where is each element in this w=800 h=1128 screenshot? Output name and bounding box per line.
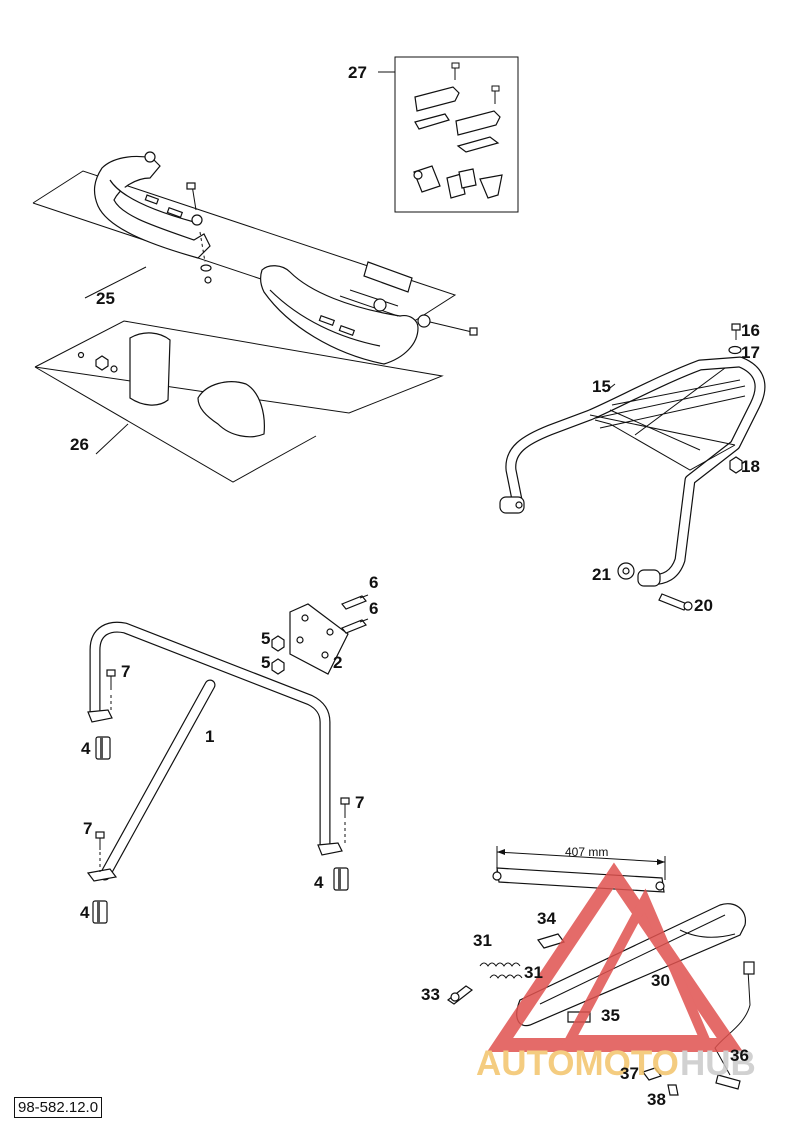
- callout-7: 7: [83, 819, 92, 838]
- callout-21: 21: [592, 565, 611, 584]
- callout-7: 7: [121, 662, 130, 681]
- callout-35: 35: [601, 1006, 620, 1025]
- callout-20: 20: [694, 596, 713, 615]
- callout-25: 25: [96, 289, 115, 308]
- callout-33: 33: [421, 985, 440, 1004]
- callout-17: 17: [741, 343, 760, 362]
- callout-4: 4: [80, 903, 90, 922]
- kit-26-plates: [34, 320, 444, 483]
- callout-15: 15: [592, 377, 611, 396]
- callout-6: 6: [369, 599, 378, 618]
- callout-4: 4: [81, 739, 91, 758]
- callout-38: 38: [647, 1090, 666, 1109]
- callout-labels: 1 2 4 4 4 5 5 6 6 7 7 7 15 16 17 18 20 2…: [70, 63, 760, 1109]
- callout-16: 16: [741, 321, 760, 340]
- bracket-plate-2: [271, 594, 369, 675]
- callout-26: 26: [70, 435, 89, 454]
- callout-30: 30: [651, 971, 670, 990]
- callout-7: 7: [355, 793, 364, 812]
- callout-31: 31: [524, 963, 543, 982]
- watermark-word2: HUB: [680, 1044, 756, 1083]
- callout-27: 27: [348, 63, 367, 82]
- kit-25-hand-guards: [32, 151, 478, 365]
- document-id: 98-582.12.0: [14, 1097, 103, 1118]
- callout-37: 37: [620, 1064, 639, 1083]
- dimension-label: 407 mm: [565, 845, 608, 859]
- callout-18: 18: [741, 457, 760, 476]
- callout-5: 5: [261, 629, 270, 648]
- watermark: AUTOMOTO HUB: [476, 862, 756, 1083]
- callout-31: 31: [473, 931, 492, 950]
- callout-34: 34: [537, 909, 556, 928]
- callout-6: 6: [369, 573, 378, 592]
- callout-2: 2: [333, 653, 342, 672]
- callout-4: 4: [314, 873, 324, 892]
- callout-36: 36: [730, 1046, 749, 1065]
- callout-1: 1: [205, 727, 214, 746]
- kit-27-clamp-set: [378, 56, 519, 213]
- luggage-rack-15: [499, 323, 766, 611]
- watermark-word1: AUTOMOTO: [476, 1044, 679, 1083]
- callout-5: 5: [261, 653, 270, 672]
- support-bar-1: [86, 621, 350, 924]
